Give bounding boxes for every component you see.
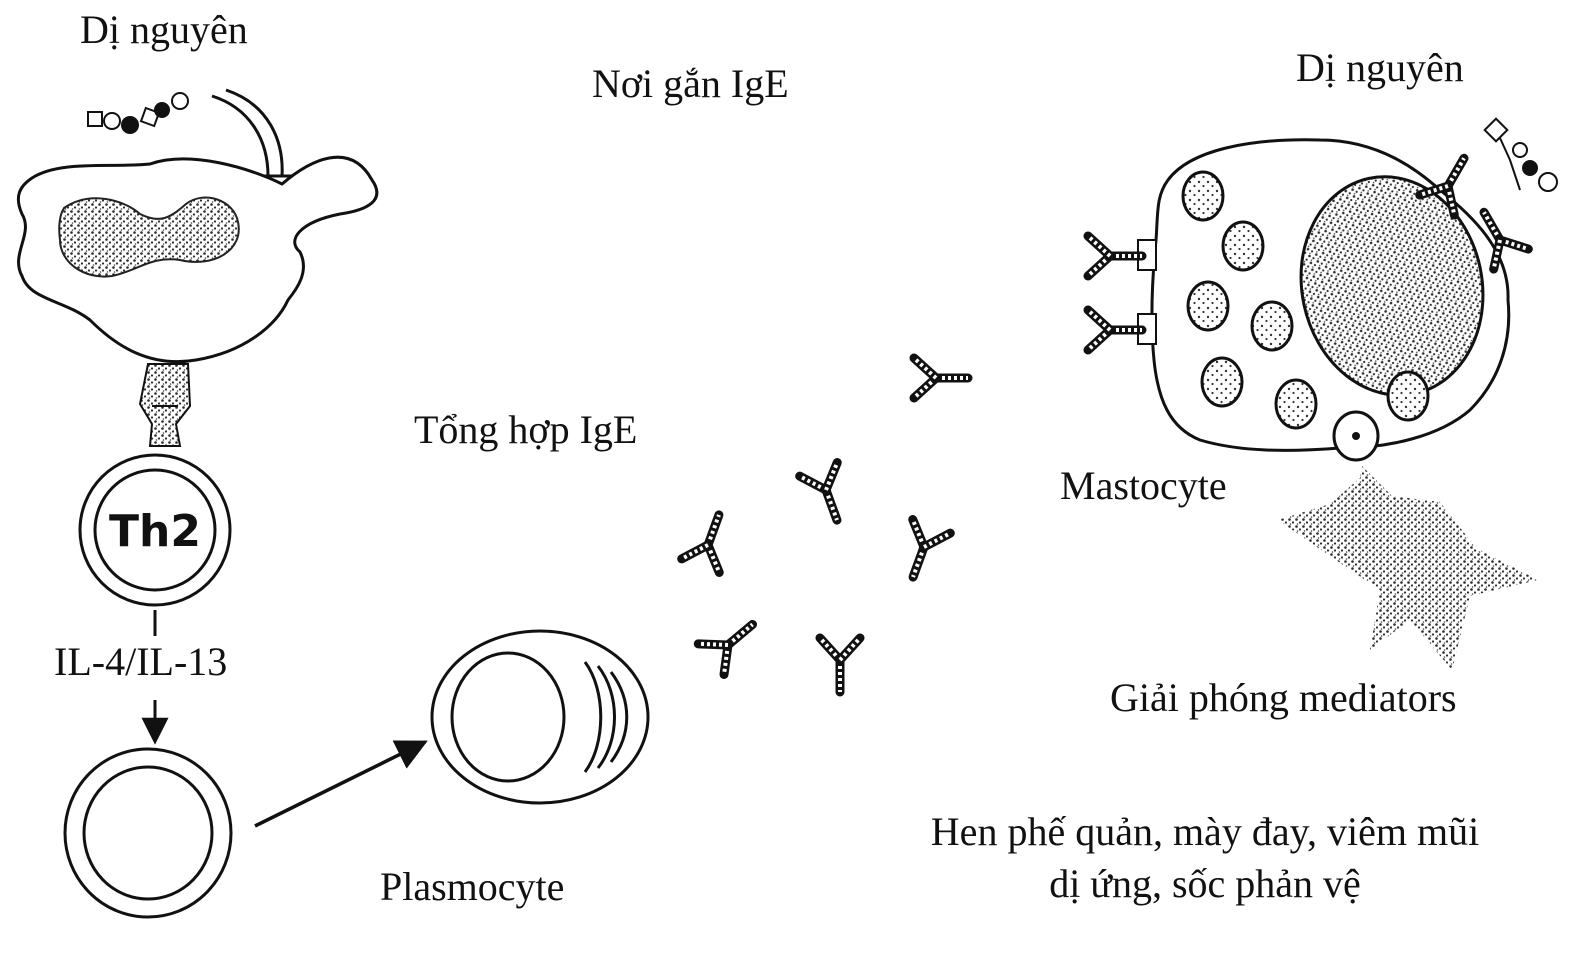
bound-ige-antibody [1088,236,1142,276]
granule [1183,172,1223,220]
th2-cell: Th2 [80,455,230,605]
antigen-label-right: Dị nguyên [1296,46,1464,90]
granule [1223,222,1263,270]
ige-antibody [800,462,856,526]
cytokine-label: IL-4/IL-13 [54,640,227,684]
ige-antibody [682,508,738,572]
free-ige-antibodies [682,358,968,692]
ige-binding-site-label: Nơi gắn IgE [592,62,789,106]
differentiation-arrow [255,742,425,826]
granule [1188,282,1228,330]
antigen-molecule-left [88,93,188,134]
mediator-burst [1278,466,1538,670]
b-cell [65,749,231,917]
diseases-line-1: Hen phế quản, mày đay, viêm mũi [880,810,1530,854]
ige-antibody [698,609,765,674]
plasmocyte-cell [432,631,648,803]
bound-ige-antibody [1088,310,1142,350]
mastocyte-label: Mastocyte [1060,464,1227,508]
mediator-release-label: Giải phóng mediators [1110,676,1457,720]
ige-antibody [894,519,950,583]
diseases-line-2: dị ứng, sốc phản vệ [880,862,1530,906]
ige-antibody [914,358,968,398]
ige-synthesis-label: Tổng hợp IgE [414,408,637,452]
th2-label: Th2 [109,506,201,557]
antigen-molecule-right [1485,119,1557,191]
granule [1252,302,1292,350]
granule [1202,358,1242,406]
mhc-tcr-complex [140,364,190,446]
plasmocyte-label: Plasmocyte [380,865,564,909]
antigen-label-left: Dị nguyên [80,8,248,52]
granule [1388,372,1428,420]
antigen-presenting-cell [18,157,376,361]
ige-antibody [820,638,860,692]
granule [1276,380,1316,428]
